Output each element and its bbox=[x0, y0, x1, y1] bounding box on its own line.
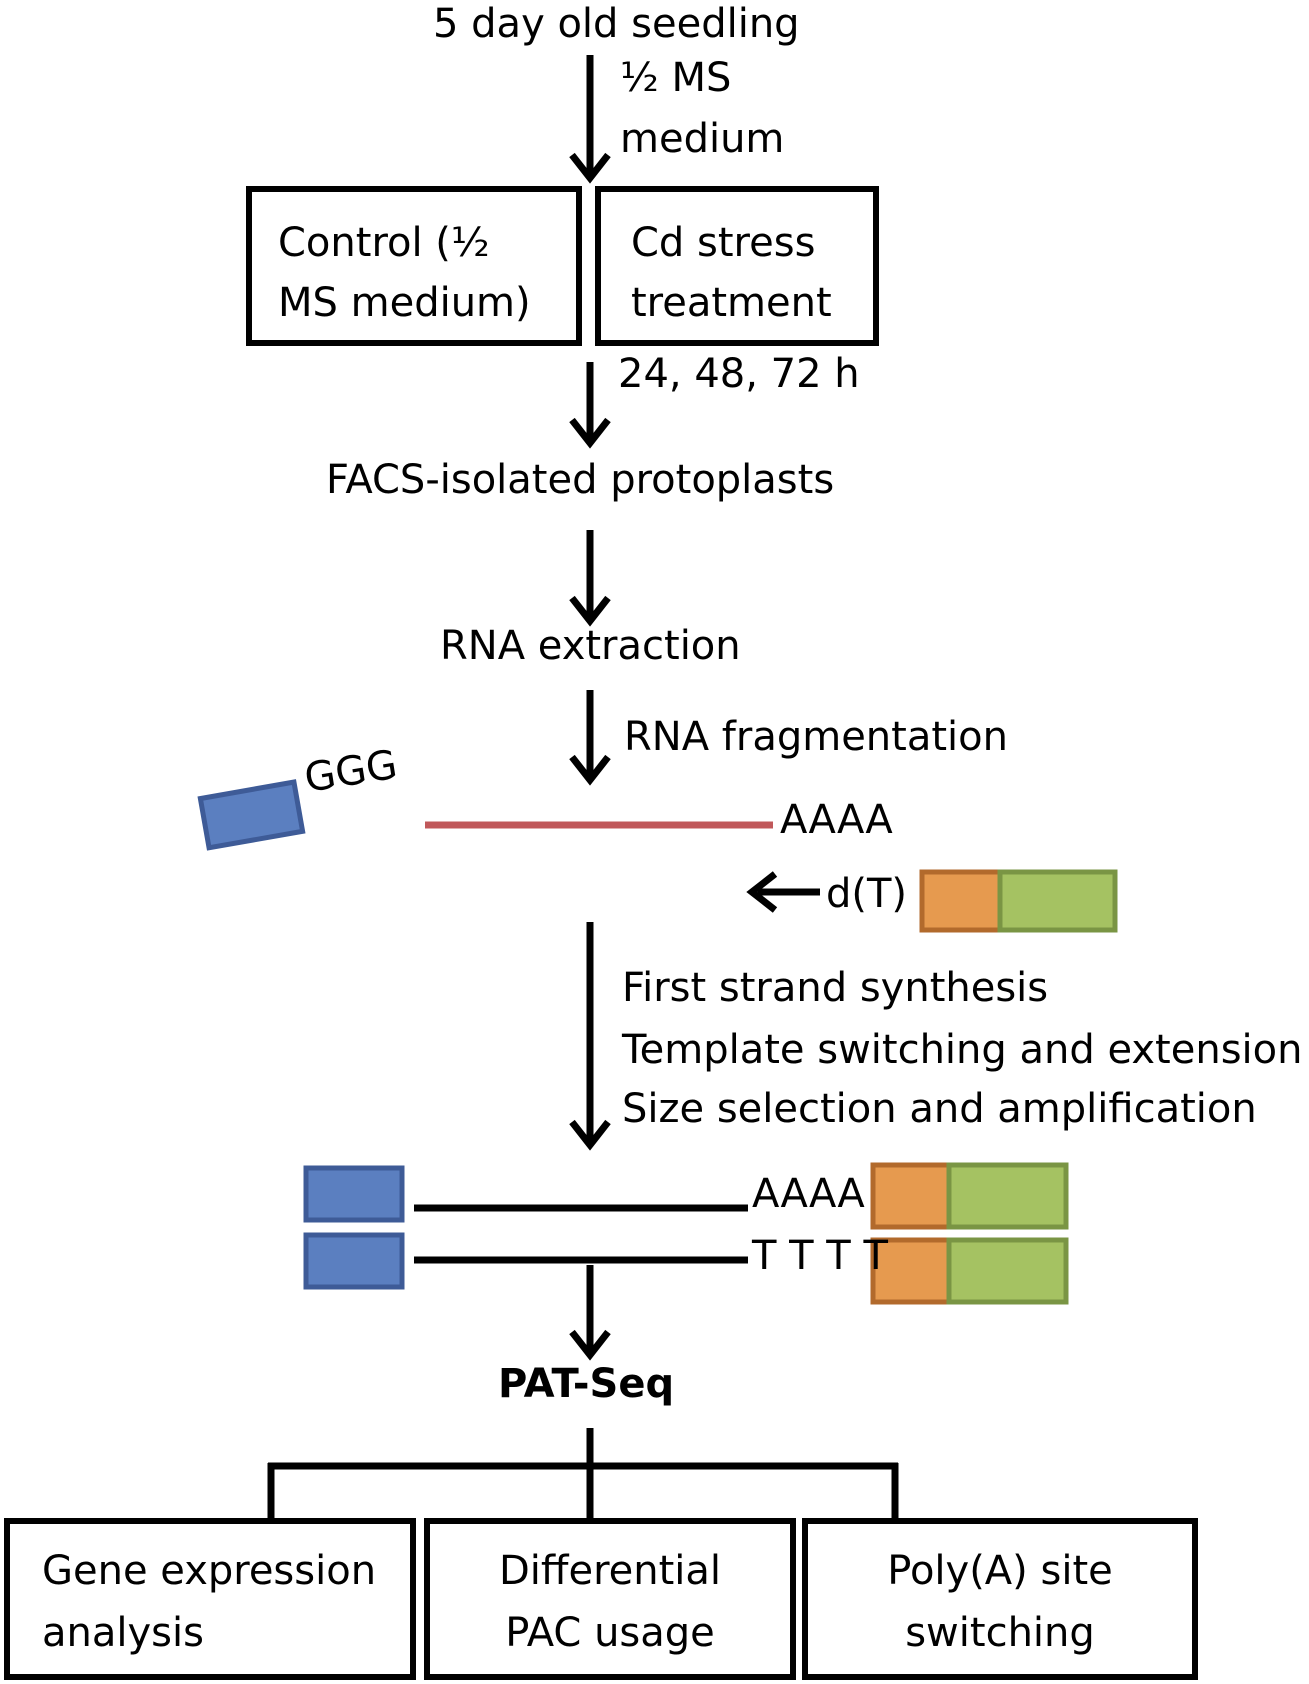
process-label-line3: Size selection and amplification bbox=[622, 1086, 1257, 1132]
dt-primer-arrow bbox=[746, 871, 820, 913]
branch-connector bbox=[267, 1428, 899, 1522]
gene-expression-line2: analysis bbox=[42, 1610, 204, 1656]
control-label-line2: MS medium) bbox=[278, 280, 531, 326]
arrow-to-patseq bbox=[569, 1265, 611, 1361]
differential-pac-line2: PAC usage bbox=[505, 1610, 715, 1656]
product-top-polya-label: AAAA bbox=[752, 1171, 865, 1217]
dt-primer-orange-block bbox=[919, 869, 1003, 933]
medium-label-line1: ½ MS bbox=[620, 55, 732, 101]
cd-stress-label-line1: Cd stress bbox=[631, 220, 816, 266]
product-bottom-green-block bbox=[946, 1237, 1069, 1305]
cd-stress-label-line2: treatment bbox=[631, 280, 832, 326]
polya-switching-line2: switching bbox=[905, 1610, 1095, 1656]
cd-stress-box: Cd stress treatment bbox=[595, 186, 879, 346]
arrow-rna-fragmentation bbox=[569, 690, 611, 786]
polya-switching-line1: Poly(A) site bbox=[887, 1548, 1113, 1594]
product-top-orange-block bbox=[870, 1162, 952, 1230]
control-label-line1: Control (½ bbox=[278, 220, 490, 266]
product-bottom-blue-adapter bbox=[303, 1232, 405, 1290]
dt-primer-green-block bbox=[997, 869, 1118, 933]
arrow-seedling-to-treatment bbox=[569, 55, 611, 184]
timepoints-label: 24, 48, 72 h bbox=[618, 351, 860, 397]
facs-label: FACS-isolated protoplasts bbox=[326, 457, 835, 503]
patseq-label: PAT-Seq bbox=[498, 1361, 675, 1407]
control-box: Control (½ MS medium) bbox=[246, 186, 582, 346]
gene-expression-box: Gene expression analysis bbox=[4, 1518, 416, 1680]
differential-pac-box: Differential PAC usage bbox=[424, 1518, 796, 1680]
process-label-line2: Template switching and extension bbox=[622, 1027, 1303, 1073]
arrow-treatment-to-facs bbox=[569, 362, 611, 449]
seedling-label: 5 day old seedling bbox=[433, 1, 800, 47]
dt-primer-label: d(T) bbox=[826, 871, 908, 917]
medium-label-line2: medium bbox=[620, 116, 785, 162]
process-label-line1: First strand synthesis bbox=[622, 965, 1049, 1011]
differential-pac-line1: Differential bbox=[498, 1548, 722, 1594]
gene-expression-line1: Gene expression bbox=[42, 1548, 377, 1594]
product-top-blue-adapter bbox=[303, 1165, 405, 1223]
arrow-process bbox=[569, 922, 611, 1151]
rna-fragmentation-label: RNA fragmentation bbox=[624, 714, 1008, 760]
rna-extraction-label: RNA extraction bbox=[440, 623, 741, 669]
polya-switching-box: Poly(A) site switching bbox=[802, 1518, 1198, 1680]
polya-fragment-label: AAAA bbox=[780, 797, 893, 843]
product-bottom-polyt-label: T T T T bbox=[752, 1233, 888, 1279]
product-top-green-block bbox=[946, 1162, 1069, 1230]
arrow-facs-to-rna bbox=[569, 530, 611, 627]
template-switch-adapter bbox=[197, 779, 306, 851]
